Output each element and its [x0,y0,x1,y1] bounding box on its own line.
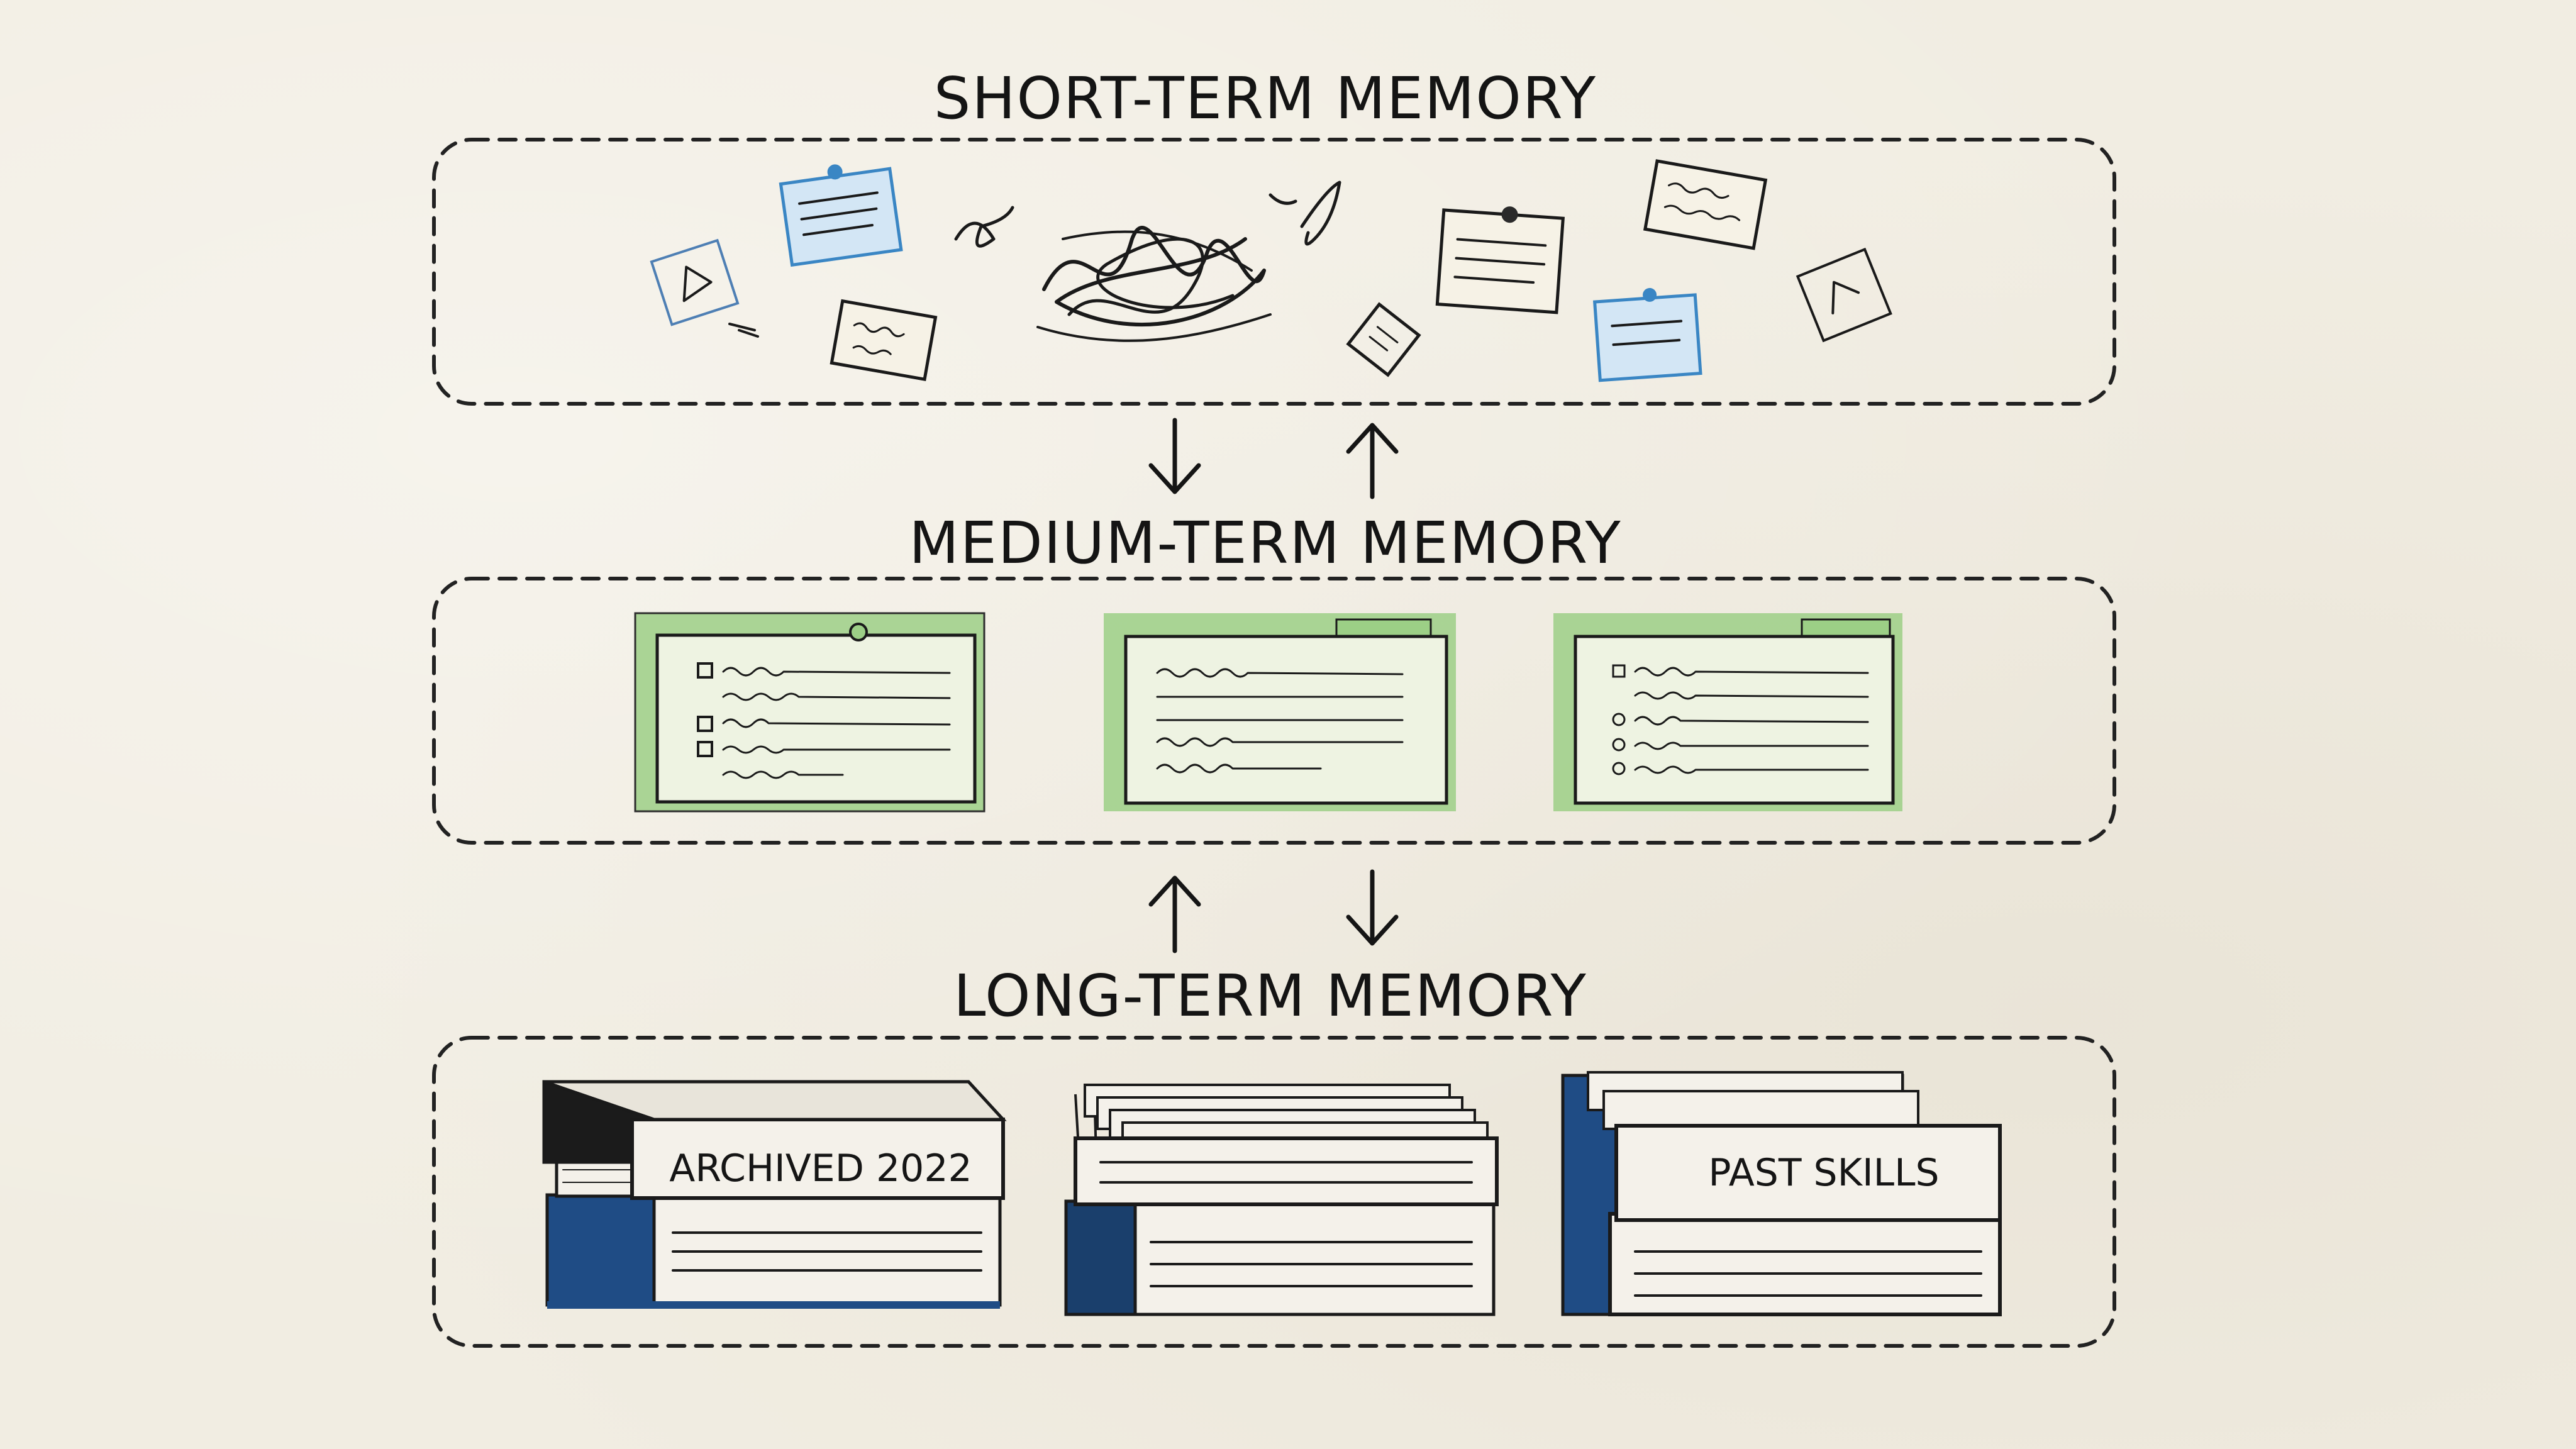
tilted-note-icon-2 [1796,247,1892,343]
blue-loop-doodle-icon [1269,180,1341,246]
medium-term-title: MEDIUM-TERM MEMORY [909,509,1621,577]
file-box-stack-icon [1064,1084,1499,1316]
medium-term-tier: MEDIUM-TERM MEMORY [432,509,2116,845]
long-term-tier: LONG-TERM MEMORY ARCHIVED 2022 [432,962,2116,1348]
arrow-short-to-medium [1148,418,1201,494]
pinned-note-icon [1435,206,1565,314]
folder-checklist-icon-1 [634,612,985,813]
scribble-card-icon [1643,159,1768,250]
doodle-mark-icon [728,323,759,338]
archived-book-stack-icon: ARCHIVED 2022 [542,1080,1007,1309]
arrow-long-to-medium [1148,875,1201,953]
short-term-title: SHORT-TERM MEMORY [934,65,1597,132]
arrow-medium-to-short [1346,423,1399,499]
blue-sticky-note-icon [779,164,903,267]
tilted-note-icon [650,238,740,326]
squiggle-doodle-icon [954,206,1014,248]
past-skills-book-stack-icon: PAST SKILLS [1561,1071,2002,1316]
archived-book-label: ARCHIVED 2022 [669,1146,972,1191]
diamond-note-icon [1346,302,1421,377]
arrow-medium-to-long [1346,869,1399,946]
long-term-title: LONG-TERM MEMORY [953,962,1587,1030]
long-term-box [432,1036,2116,1348]
medium-term-box [432,577,2116,845]
blue-sticky-note-icon-2 [1592,287,1702,382]
folder-checklist-icon-3 [1553,613,1902,811]
short-term-box [432,138,2116,406]
past-skills-book-label: PAST SKILLS [1708,1151,1939,1195]
short-term-tier: SHORT-TERM MEMORY [432,65,2116,406]
folder-checklist-icon-2 [1104,613,1456,811]
scribble-cluster-icon [1036,226,1272,342]
scribble-note-icon [830,299,938,382]
